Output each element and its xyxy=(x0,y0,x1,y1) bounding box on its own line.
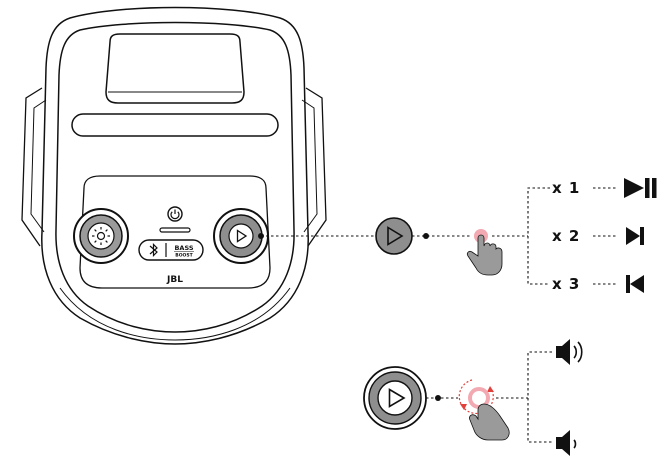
speaker-slot xyxy=(71,113,279,137)
speaker-illustration xyxy=(21,6,327,345)
light-show-knob[interactable] xyxy=(73,208,129,264)
speaker-outer-body xyxy=(41,6,309,345)
control-panel xyxy=(79,175,271,289)
volume-up-icon xyxy=(556,339,583,365)
press-count-label: x 3 xyxy=(552,275,580,293)
power-icon xyxy=(170,209,180,220)
speaker-base xyxy=(59,287,291,341)
bluetooth-bassboost-pill: BASS BOOST xyxy=(138,239,204,261)
previous-track-icon xyxy=(626,275,644,293)
press-connector-lines xyxy=(261,187,618,285)
bass-boost-label-line2: BOOST xyxy=(175,253,193,259)
play-button-detail[interactable] xyxy=(375,217,413,255)
status-led-bar xyxy=(159,227,191,233)
brand-logo: JBL xyxy=(166,275,183,285)
volume-down-icon xyxy=(556,430,577,456)
play-icon xyxy=(388,388,406,408)
connector-dot xyxy=(435,395,441,401)
press-count-label: x 1 xyxy=(552,179,580,197)
speaker-inner-body xyxy=(55,21,295,333)
left-side-grip-inner xyxy=(30,99,47,233)
connector-dot xyxy=(423,233,429,239)
press-count-label: x 2 xyxy=(552,227,580,245)
volume-knob-detail[interactable] xyxy=(363,366,427,430)
connector-dot xyxy=(258,233,264,239)
light-icon xyxy=(92,227,110,245)
play-knob-on-speaker[interactable] xyxy=(213,208,269,264)
play-pause-icon xyxy=(624,178,657,198)
right-side-grip xyxy=(305,87,327,247)
tap-hand-icon xyxy=(466,229,503,276)
rotate-hand-icon xyxy=(458,379,510,441)
bluetooth-icon[interactable] xyxy=(149,243,158,257)
right-side-grip-inner xyxy=(301,99,318,233)
carry-handle xyxy=(105,33,245,104)
play-icon xyxy=(236,229,248,243)
power-button[interactable] xyxy=(167,206,183,222)
play-icon xyxy=(387,226,404,246)
left-side-grip xyxy=(21,87,43,247)
next-track-icon xyxy=(626,227,644,245)
rotate-arrow-icon xyxy=(458,379,494,415)
bass-boost-label-line1: BASS xyxy=(174,244,193,252)
bass-boost-button[interactable]: BASS BOOST xyxy=(174,244,194,259)
